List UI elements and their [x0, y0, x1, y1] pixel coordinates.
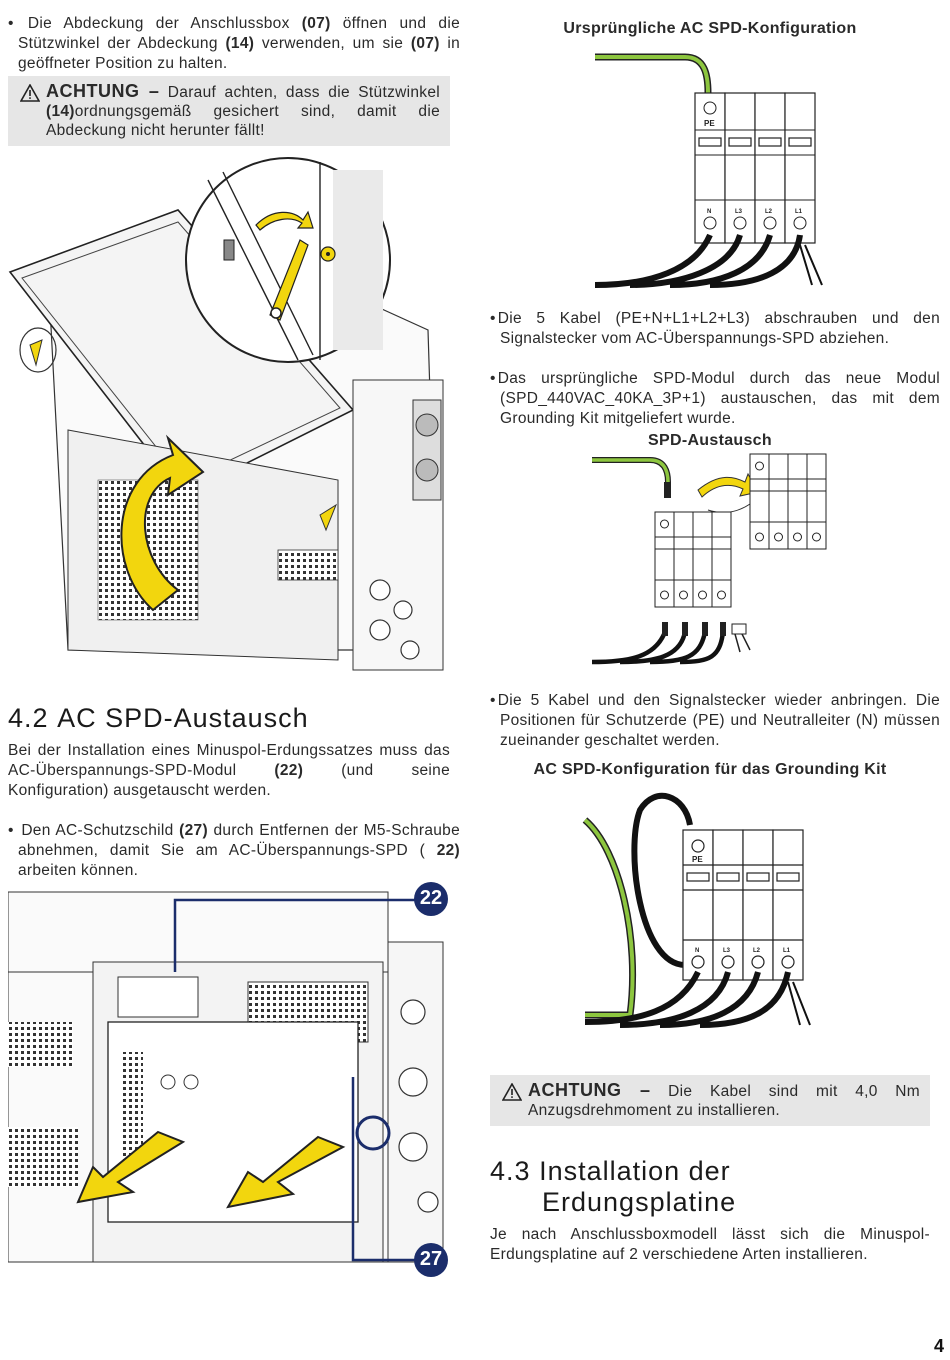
- spd-label-l2-kit: L2: [753, 948, 761, 954]
- diagram-grounding-kit-spd: PE N L3 L2 L1: [580, 790, 830, 1035]
- warning-box-brackets: ACHTUNG – Darauf achten, dass die Stützw…: [8, 76, 450, 146]
- section-4-3-intro: Je nach Anschlussboxmodell lässt sich di…: [490, 1226, 930, 1263]
- warning-title: ACHTUNG –: [528, 1080, 651, 1100]
- caption-grounding-kit-config: AC SPD-Konfiguration für das Grounding K…: [533, 761, 887, 778]
- diagram-spd-replacement: [590, 452, 830, 672]
- section-heading-4-3: 4.3 Installation der Erdungsplatine: [490, 1156, 737, 1217]
- bullet-replace-module: Das ursprüngliche SPD-Modul durch das ne…: [490, 369, 940, 429]
- bullet-open-cover: Die Abdeckung der Anschlussbox (07) öffn…: [8, 14, 460, 74]
- spd-label-n-kit: N: [695, 948, 699, 954]
- warning-box-torque: ACHTUNG – Die Kabel sind mit 4,0 Nm Anzu…: [490, 1075, 930, 1126]
- spd-label-l1-kit: L1: [783, 948, 791, 954]
- bullet-reattach-cables: Die 5 Kabel und den Signalstecker wieder…: [490, 691, 940, 751]
- caption-spd-replacement: SPD-Austausch: [648, 432, 772, 449]
- section-4-2-intro: Bei der Installation eines Minuspol-Erdu…: [8, 742, 451, 799]
- warning-triangle-icon: [20, 84, 40, 102]
- callout-22: 22: [419, 887, 443, 909]
- spd-label-l3-kit: L3: [723, 948, 731, 954]
- caption-original-config: Ursprüngliche AC SPD-Konfiguration: [563, 20, 857, 37]
- spd-label-pe-kit: PE: [692, 855, 703, 864]
- illustration-open-junction-box: [8, 150, 450, 672]
- warning-title: ACHTUNG –: [46, 81, 160, 101]
- illustration-ac-shield-removal: 22 27: [8, 882, 450, 1280]
- spd-label-pe: PE: [704, 119, 715, 128]
- section-heading-4-2: 4.2 AC SPD-Austausch: [8, 703, 309, 733]
- bullet-remove-shield: Den AC-Schutzschild (27) durch Entfernen…: [8, 821, 460, 881]
- spd-label-l1: L1: [795, 209, 803, 215]
- warning-triangle-icon: [502, 1083, 522, 1101]
- bullet-unscrew-cables: Die 5 Kabel (PE+N+L1+L2+L3) abschrauben …: [490, 309, 940, 349]
- spd-label-l3: L3: [735, 209, 743, 215]
- callout-27: 27: [419, 1248, 443, 1270]
- page-number: 4: [934, 1336, 945, 1356]
- diagram-original-spd: PE N L3 L2 L1: [590, 45, 840, 295]
- spd-label-n: N: [707, 209, 711, 215]
- spd-label-l2: L2: [765, 209, 773, 215]
